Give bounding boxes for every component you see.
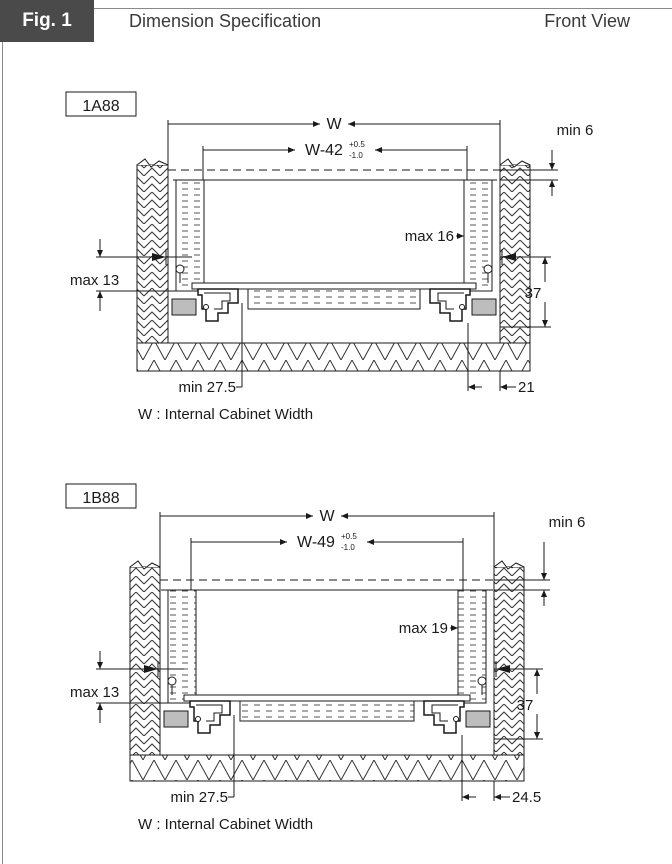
model-label: 1A88 — [82, 98, 119, 115]
max-side-label: max 19 — [399, 620, 448, 637]
drawer-bottom-plate — [191, 282, 477, 290]
height-label: 37 — [525, 285, 542, 302]
right-wall-break — [493, 560, 525, 570]
frame-left-rule — [2, 42, 3, 864]
left-wall-break — [136, 158, 169, 168]
caption: W : Internal Cabinet Width — [138, 406, 313, 423]
right-grey-block — [465, 710, 491, 728]
min-bottom-label: min 27.5 — [170, 789, 228, 806]
w-label: W — [326, 116, 342, 133]
drawer-bottom-plate — [183, 694, 471, 702]
view-label: Front View — [544, 11, 630, 31]
right-cabinet-wall — [493, 566, 525, 756]
fig-badge: Fig. 1 — [0, 0, 94, 42]
right-runner — [429, 249, 516, 322]
model-box — [65, 483, 137, 509]
left-grey-block — [163, 710, 189, 728]
right-wall-break — [499, 158, 531, 168]
min-top-label: min 6 — [557, 122, 594, 139]
left-runner-profile — [189, 700, 231, 734]
min-bottom-label: min 27.5 — [178, 379, 236, 396]
right-runner-profile — [423, 700, 465, 734]
left-runner-profile — [197, 288, 239, 322]
inner-width-label: W-49 — [297, 534, 335, 551]
right-grey-block — [471, 298, 497, 316]
cabinet-bottom — [136, 342, 531, 372]
right-runner-roller — [459, 304, 465, 310]
tolerance-plus: +0.5 — [341, 532, 357, 541]
right-screw-icon — [483, 264, 493, 274]
drawer-bottom-panel — [247, 288, 421, 310]
left-runner-inner — [196, 704, 223, 722]
model-label: 1B88 — [82, 490, 119, 507]
right-runner-inner — [437, 292, 464, 310]
w-label: W — [319, 508, 335, 525]
cabinet-bottom — [129, 754, 525, 782]
max-side-label: max 16 — [405, 228, 454, 245]
right-runner-profile — [429, 288, 471, 322]
left-wall-break — [129, 560, 161, 570]
tolerance-minus: -1.0 — [349, 151, 363, 160]
page-title: Dimension Specification — [129, 11, 322, 31]
right-runner-inner — [431, 704, 458, 722]
caption: W : Internal Cabinet Width — [138, 816, 313, 833]
left-screw-icon — [175, 264, 185, 274]
header-rule — [94, 8, 672, 9]
left-screw-icon — [167, 676, 177, 686]
min-top-label: min 6 — [549, 514, 586, 531]
left-runner-roller — [195, 716, 201, 722]
offset-label: 24.5 — [512, 789, 541, 806]
max-gap-label: max 13 — [70, 272, 119, 289]
drawer-bottom-panel — [239, 700, 415, 722]
height-label: 37 — [517, 697, 534, 714]
left-grey-block — [171, 298, 197, 316]
left-runner — [144, 661, 231, 734]
inner-width-label: W-42 — [305, 142, 343, 159]
right-runner-roller — [453, 716, 459, 722]
tolerance-plus: +0.5 — [349, 140, 365, 149]
left-cabinet-wall — [129, 566, 161, 756]
max-gap-label: max 13 — [70, 684, 119, 701]
right-screw-icon — [477, 676, 487, 686]
tolerance-minus: -1.0 — [341, 543, 355, 552]
left-runner-roller — [203, 304, 209, 310]
offset-label: 21 — [518, 379, 535, 396]
model-box — [65, 91, 137, 117]
header: Fig. 1 Dimension Specification Front Vie… — [0, 0, 672, 42]
left-runner-inner — [204, 292, 231, 310]
left-runner — [152, 249, 239, 322]
